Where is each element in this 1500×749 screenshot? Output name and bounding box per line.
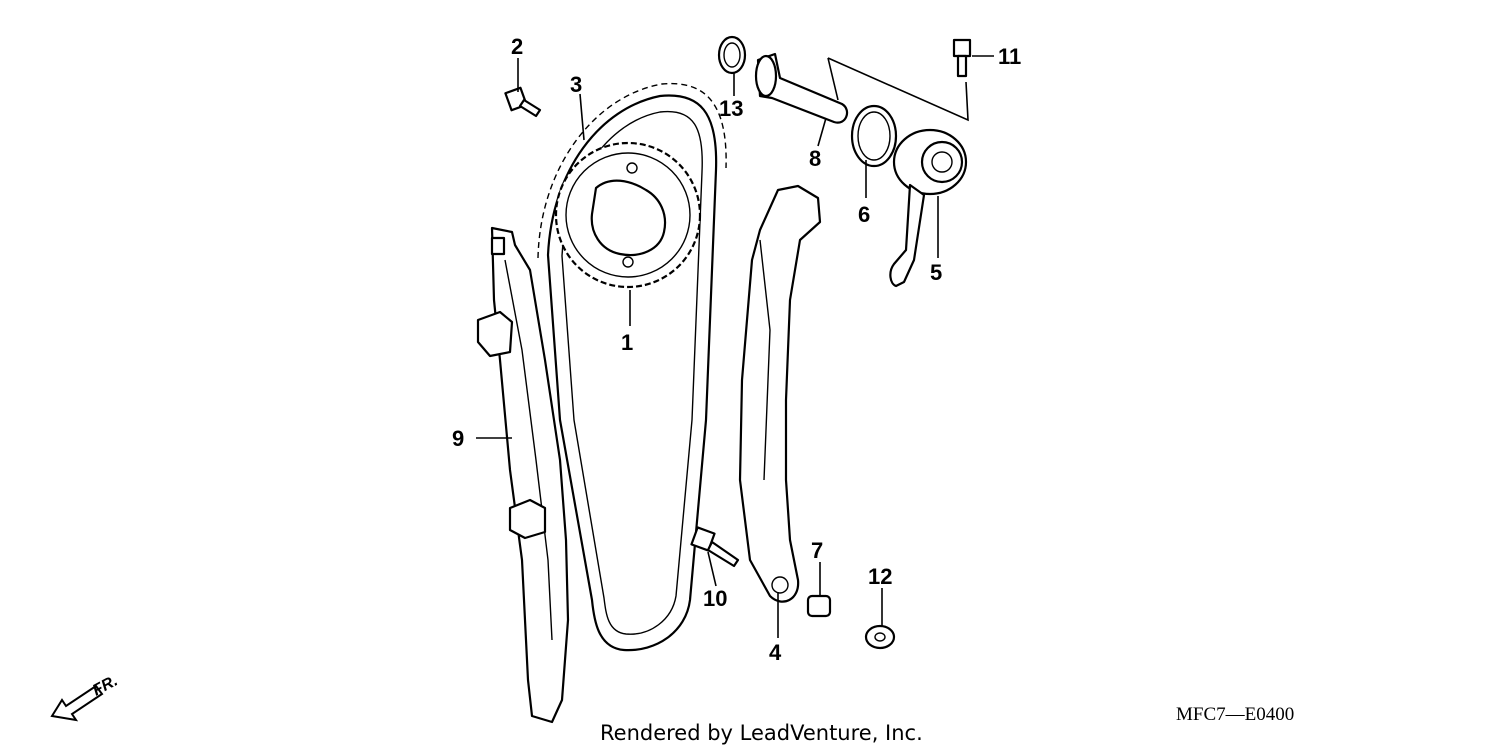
callout-2: 2: [511, 34, 523, 59]
callout-10: 10: [703, 586, 727, 611]
front-indicator: FR.: [50, 672, 121, 722]
tensioner-lifter-part-5[interactable]: [889, 128, 968, 288]
render-credit: Rendered by LeadVenture, Inc.: [600, 721, 923, 745]
callout-4: 4: [769, 640, 782, 665]
bolt-part-2[interactable]: [504, 86, 542, 118]
tensioner-arm-part-4[interactable]: [738, 184, 822, 603]
callout-13: 13: [719, 96, 743, 121]
diagram-code: MFC7—E0400: [1176, 704, 1294, 725]
cam-sprocket-part-1[interactable]: [554, 141, 702, 289]
callout-6: 6: [858, 202, 870, 227]
front-arrow-icon: [50, 684, 104, 722]
chain-guide-part-9[interactable]: [476, 226, 570, 724]
leader-lines: [476, 55, 994, 638]
callout-8: 8: [809, 146, 821, 171]
bolt-part-11[interactable]: [952, 38, 972, 78]
callout-5: 5: [930, 260, 942, 285]
spring-part-6[interactable]: [850, 104, 898, 168]
washer-part-12[interactable]: [864, 624, 896, 650]
bolt-part-10[interactable]: [690, 526, 740, 568]
callout-9: 9: [452, 426, 464, 451]
pivot-pin-part-8[interactable]: [754, 52, 849, 124]
callout-3: 3: [570, 72, 582, 97]
collar-part-7[interactable]: [806, 594, 832, 618]
callout-11: 11: [998, 44, 1021, 69]
callout-12: 12: [868, 564, 892, 589]
callout-7: 7: [811, 538, 823, 563]
o-ring-part-13[interactable]: [717, 35, 747, 75]
callout-1: 1: [621, 330, 633, 355]
